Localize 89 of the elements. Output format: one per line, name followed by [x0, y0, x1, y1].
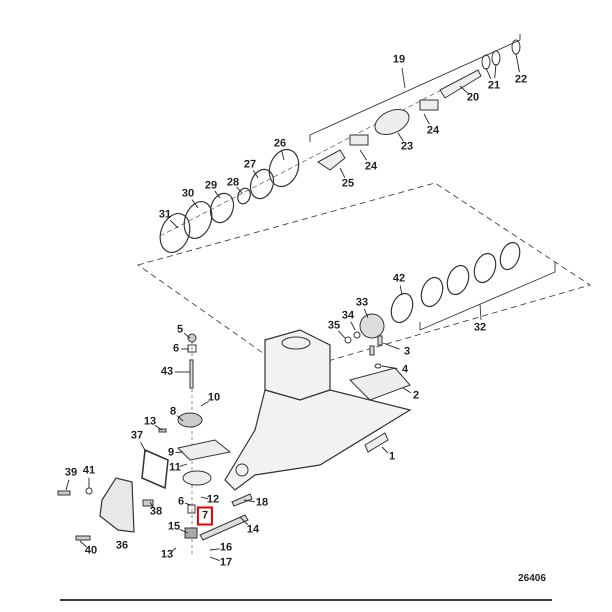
leader-line — [364, 308, 368, 318]
callout-number: 39 — [64, 468, 78, 478]
leader-line — [350, 321, 356, 330]
leader-line — [382, 366, 398, 370]
leader-line — [210, 548, 220, 550]
callout-number: 6 — [178, 496, 184, 508]
callout-number: 4 — [402, 364, 408, 376]
callout-number: 33 — [356, 298, 368, 308]
callout-number: 30 — [182, 188, 194, 200]
highlighted-callout-number: 7 — [196, 506, 214, 526]
callout-number: 23 — [400, 142, 414, 152]
callout-number: 36 — [116, 540, 128, 552]
callout-number: 22 — [514, 74, 528, 86]
leader-line — [360, 150, 368, 161]
callout-number: 6 — [172, 344, 180, 354]
leader-line — [340, 168, 346, 178]
leader-line — [494, 64, 496, 78]
callout-number: 5 — [176, 324, 184, 336]
leader-line — [154, 424, 162, 430]
leader-line — [150, 502, 154, 508]
leader-line — [210, 556, 220, 562]
leader-line — [88, 477, 90, 488]
callout-number: 28 — [226, 178, 240, 188]
callout-number: 32 — [474, 322, 486, 334]
callout-number: 20 — [466, 92, 480, 104]
leader-line — [192, 199, 198, 208]
callout-number: 19 — [392, 54, 406, 66]
leader-line — [382, 342, 400, 350]
callout-number: 17 — [220, 558, 232, 568]
leader-line — [338, 330, 346, 338]
callout-number: 26 — [274, 138, 286, 150]
callout-number: 29 — [204, 180, 218, 192]
leader-line — [402, 388, 412, 394]
callout-number: 43 — [160, 366, 174, 378]
callout-number: 13 — [160, 550, 174, 560]
callout-number: 27 — [244, 160, 256, 170]
callout-number: 37 — [130, 430, 144, 442]
callout-number: 21 — [488, 80, 500, 92]
leader-line — [170, 220, 178, 228]
leader-line — [240, 516, 248, 526]
callout-number: 24 — [364, 162, 378, 172]
leader-line — [184, 502, 192, 506]
leader-line — [236, 186, 242, 194]
leader-line — [140, 442, 146, 452]
leader-line — [200, 400, 210, 406]
leader-line — [400, 284, 402, 296]
leader-line — [252, 170, 258, 178]
leader-line — [281, 150, 284, 160]
callout-number: 12 — [206, 494, 220, 506]
callout-number: 18 — [256, 498, 268, 508]
leader-line — [200, 496, 209, 500]
callout-number: 31 — [158, 210, 172, 220]
leader-line — [516, 54, 520, 73]
callout-number: 1 — [388, 452, 396, 462]
callout-number: 3 — [404, 346, 410, 358]
callout-number: 11 — [169, 462, 181, 474]
leader-line — [382, 446, 388, 454]
figure-number: 26406 — [518, 574, 546, 584]
leader-line — [486, 68, 492, 80]
callout-number: 16 — [220, 542, 232, 554]
leader-line — [460, 86, 468, 94]
leader-line — [424, 114, 430, 125]
leader-line — [179, 528, 188, 534]
callout-number: 10 — [208, 392, 220, 404]
callout-number: 2 — [412, 390, 420, 402]
leader-line — [175, 452, 184, 454]
leader-line — [244, 500, 256, 502]
leader-line — [214, 190, 220, 198]
callout-number: 42 — [392, 274, 406, 284]
callout-number: 24 — [426, 126, 440, 136]
callout-number: 9 — [168, 448, 174, 458]
leader-line — [80, 540, 88, 548]
callout-number: 13 — [144, 416, 156, 428]
callout-number: 14 — [246, 524, 260, 536]
callout-number: 41 — [82, 466, 96, 476]
callout-number: 8 — [170, 406, 176, 418]
leader-line — [170, 548, 176, 553]
callout-number: 15 — [168, 522, 180, 532]
callout-number: 34 — [342, 310, 354, 322]
leader-line — [184, 332, 190, 338]
leader-line — [180, 348, 190, 350]
callout-number: 25 — [342, 178, 354, 190]
callout-number: 40 — [84, 546, 98, 556]
leader-line — [66, 479, 70, 490]
leader-line — [176, 415, 184, 422]
leader-line — [398, 132, 404, 142]
callout-number: 35 — [328, 320, 340, 332]
leader-line — [179, 464, 188, 467]
callout-number: 38 — [150, 506, 162, 518]
